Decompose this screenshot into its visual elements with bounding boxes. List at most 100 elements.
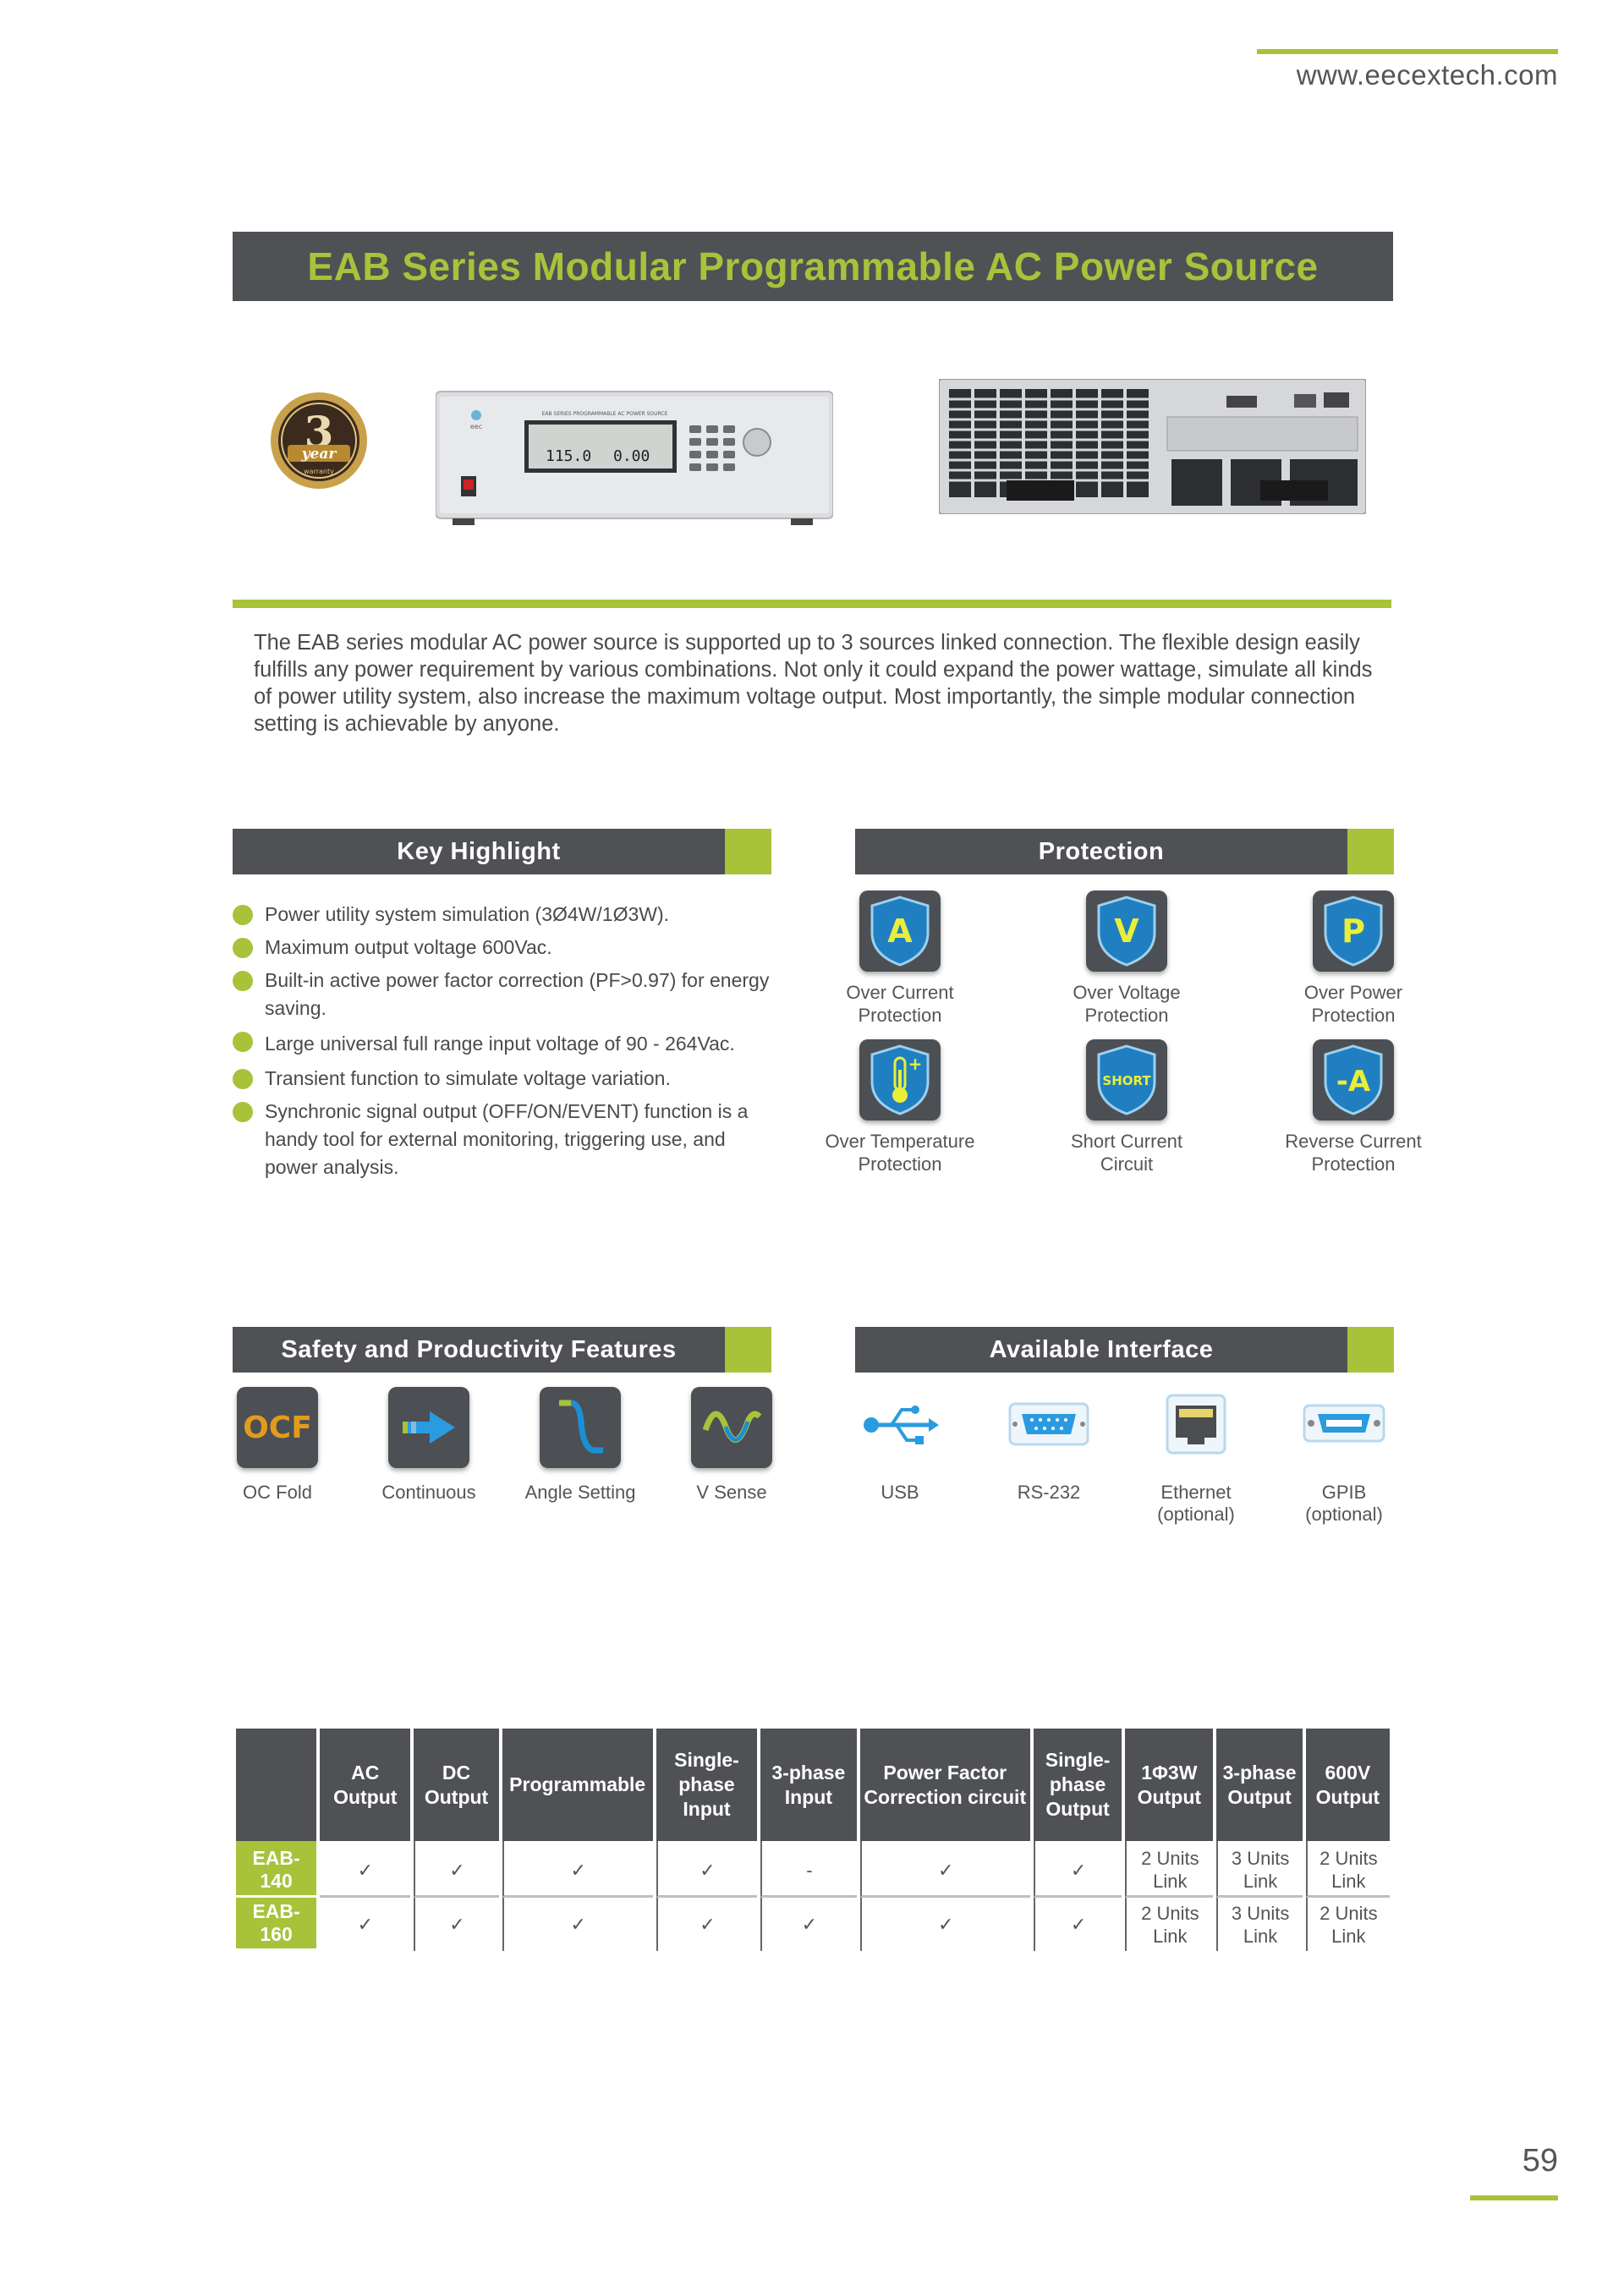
bullet-icon — [233, 938, 253, 958]
display-current: 0.00 — [613, 447, 650, 465]
usb-icon — [864, 1406, 939, 1444]
interface-label: RS-232 — [1017, 1482, 1081, 1503]
svg-text:P: P — [1341, 912, 1365, 950]
bullet-icon — [233, 1102, 253, 1122]
page-number-accent-line — [1470, 2195, 1558, 2200]
protection-header: Protection — [855, 829, 1394, 874]
table-cell: - — [760, 1841, 857, 1898]
key-highlight-title: Key Highlight — [397, 837, 561, 865]
title-bar: EAB Series Modular Programmable AC Power… — [233, 232, 1393, 301]
svg-text:-A: -A — [1336, 1065, 1371, 1099]
header-accent-tab — [1347, 1327, 1394, 1373]
bullet-icon — [233, 971, 253, 991]
list-item: Large universal full range input voltage… — [233, 1027, 782, 1060]
safety-label: V Sense — [696, 1482, 767, 1503]
svg-text:+: + — [908, 1054, 923, 1074]
safety-label: Continuous — [381, 1482, 476, 1503]
oc-fold-icon: OCF — [237, 1387, 318, 1468]
over-current-icon: A — [859, 890, 941, 972]
short-circuit-icon: SHORT — [1086, 1039, 1167, 1121]
page-title: EAB Series Modular Programmable AC Power… — [307, 244, 1319, 288]
model-cell: EAB-140 — [236, 1841, 317, 1898]
list-item: Transient function to simulate voltage v… — [233, 1065, 782, 1093]
table-corner — [236, 1729, 317, 1841]
reverse-current-icon: -A — [1313, 1039, 1394, 1121]
display-voltage: 115.0 — [546, 447, 591, 465]
table-cell: ✓ — [502, 1841, 653, 1898]
table-cell: ✓ — [320, 1841, 411, 1898]
table-cell: ✓ — [357, 1914, 373, 1935]
svg-text:SHORT: SHORT — [1102, 1073, 1151, 1088]
table-cell: ✓ — [1033, 1841, 1122, 1898]
list-item: Synchronic signal output (OFF/ON/EVENT) … — [233, 1098, 782, 1181]
safety-label: Angle Setting — [524, 1482, 636, 1503]
list-item: Built-in active power factor correction … — [233, 967, 782, 1022]
website-url[interactable]: www.eecextech.com — [1296, 59, 1558, 90]
protection-title: Protection — [1038, 837, 1165, 865]
key-highlight-list: Power utility system simulation (3Ø4W/1Ø… — [233, 901, 782, 1186]
list-item: Maximum output voltage 600Vac. — [233, 934, 782, 962]
front-logo: eec — [470, 423, 482, 430]
bullet-icon — [233, 1032, 253, 1052]
table-cell: ✓ — [1033, 1898, 1122, 1951]
rs232-port-icon — [1008, 1402, 1089, 1446]
header-accent-tab — [1347, 829, 1394, 874]
interface-label: USB — [881, 1482, 919, 1503]
over-power-icon: P — [1313, 890, 1394, 972]
intro-paragraph: The EAB series modular AC power source i… — [254, 631, 1373, 736]
warranty-badge-icon: 3 year warranty — [271, 392, 367, 489]
bullet-icon — [233, 905, 253, 925]
model-cell: EAB-160 — [236, 1898, 317, 1951]
badge-ribbon: warranty — [304, 468, 334, 475]
thermometer-icon: + — [859, 1039, 941, 1121]
ethernet-port-icon — [1166, 1394, 1226, 1455]
interface-title: Available Interface — [989, 1335, 1214, 1363]
table-cell: ✓ — [859, 1898, 1030, 1951]
key-highlight-header: Key Highlight — [233, 829, 771, 874]
list-item: Power utility system simulation (3Ø4W/1Ø… — [233, 901, 782, 929]
column-header: Programmable — [502, 1729, 653, 1841]
table-cell: ✓ — [859, 1841, 1030, 1898]
interface-label: GPIB(optional) — [1305, 1482, 1383, 1525]
svg-text:V: V — [1114, 912, 1139, 950]
table-cell: ✓ — [414, 1841, 499, 1898]
over-voltage-icon: V — [1086, 890, 1167, 972]
header-accent-tab — [725, 829, 771, 874]
interface-label: Ethernet(optional) — [1157, 1482, 1235, 1525]
safety-header: Safety and Productivity Features — [233, 1327, 771, 1373]
table-cell: ✓ — [656, 1841, 758, 1898]
badge-word: year — [301, 446, 337, 463]
table-cell: ✓ — [760, 1898, 856, 1951]
header-accent-line — [1257, 49, 1558, 54]
table-cell: ✓ — [656, 1898, 757, 1951]
table-cell: ✓ — [502, 1898, 653, 1951]
svg-text:A: A — [887, 912, 913, 950]
gpib-port-icon — [1303, 1404, 1385, 1443]
sine-wave-icon — [691, 1387, 772, 1468]
angle-wave-icon — [540, 1387, 621, 1468]
safety-label: OC Fold — [243, 1482, 312, 1503]
section-divider — [233, 600, 1391, 608]
bullet-icon — [233, 1069, 253, 1089]
safety-title: Safety and Productivity Features — [281, 1335, 677, 1363]
